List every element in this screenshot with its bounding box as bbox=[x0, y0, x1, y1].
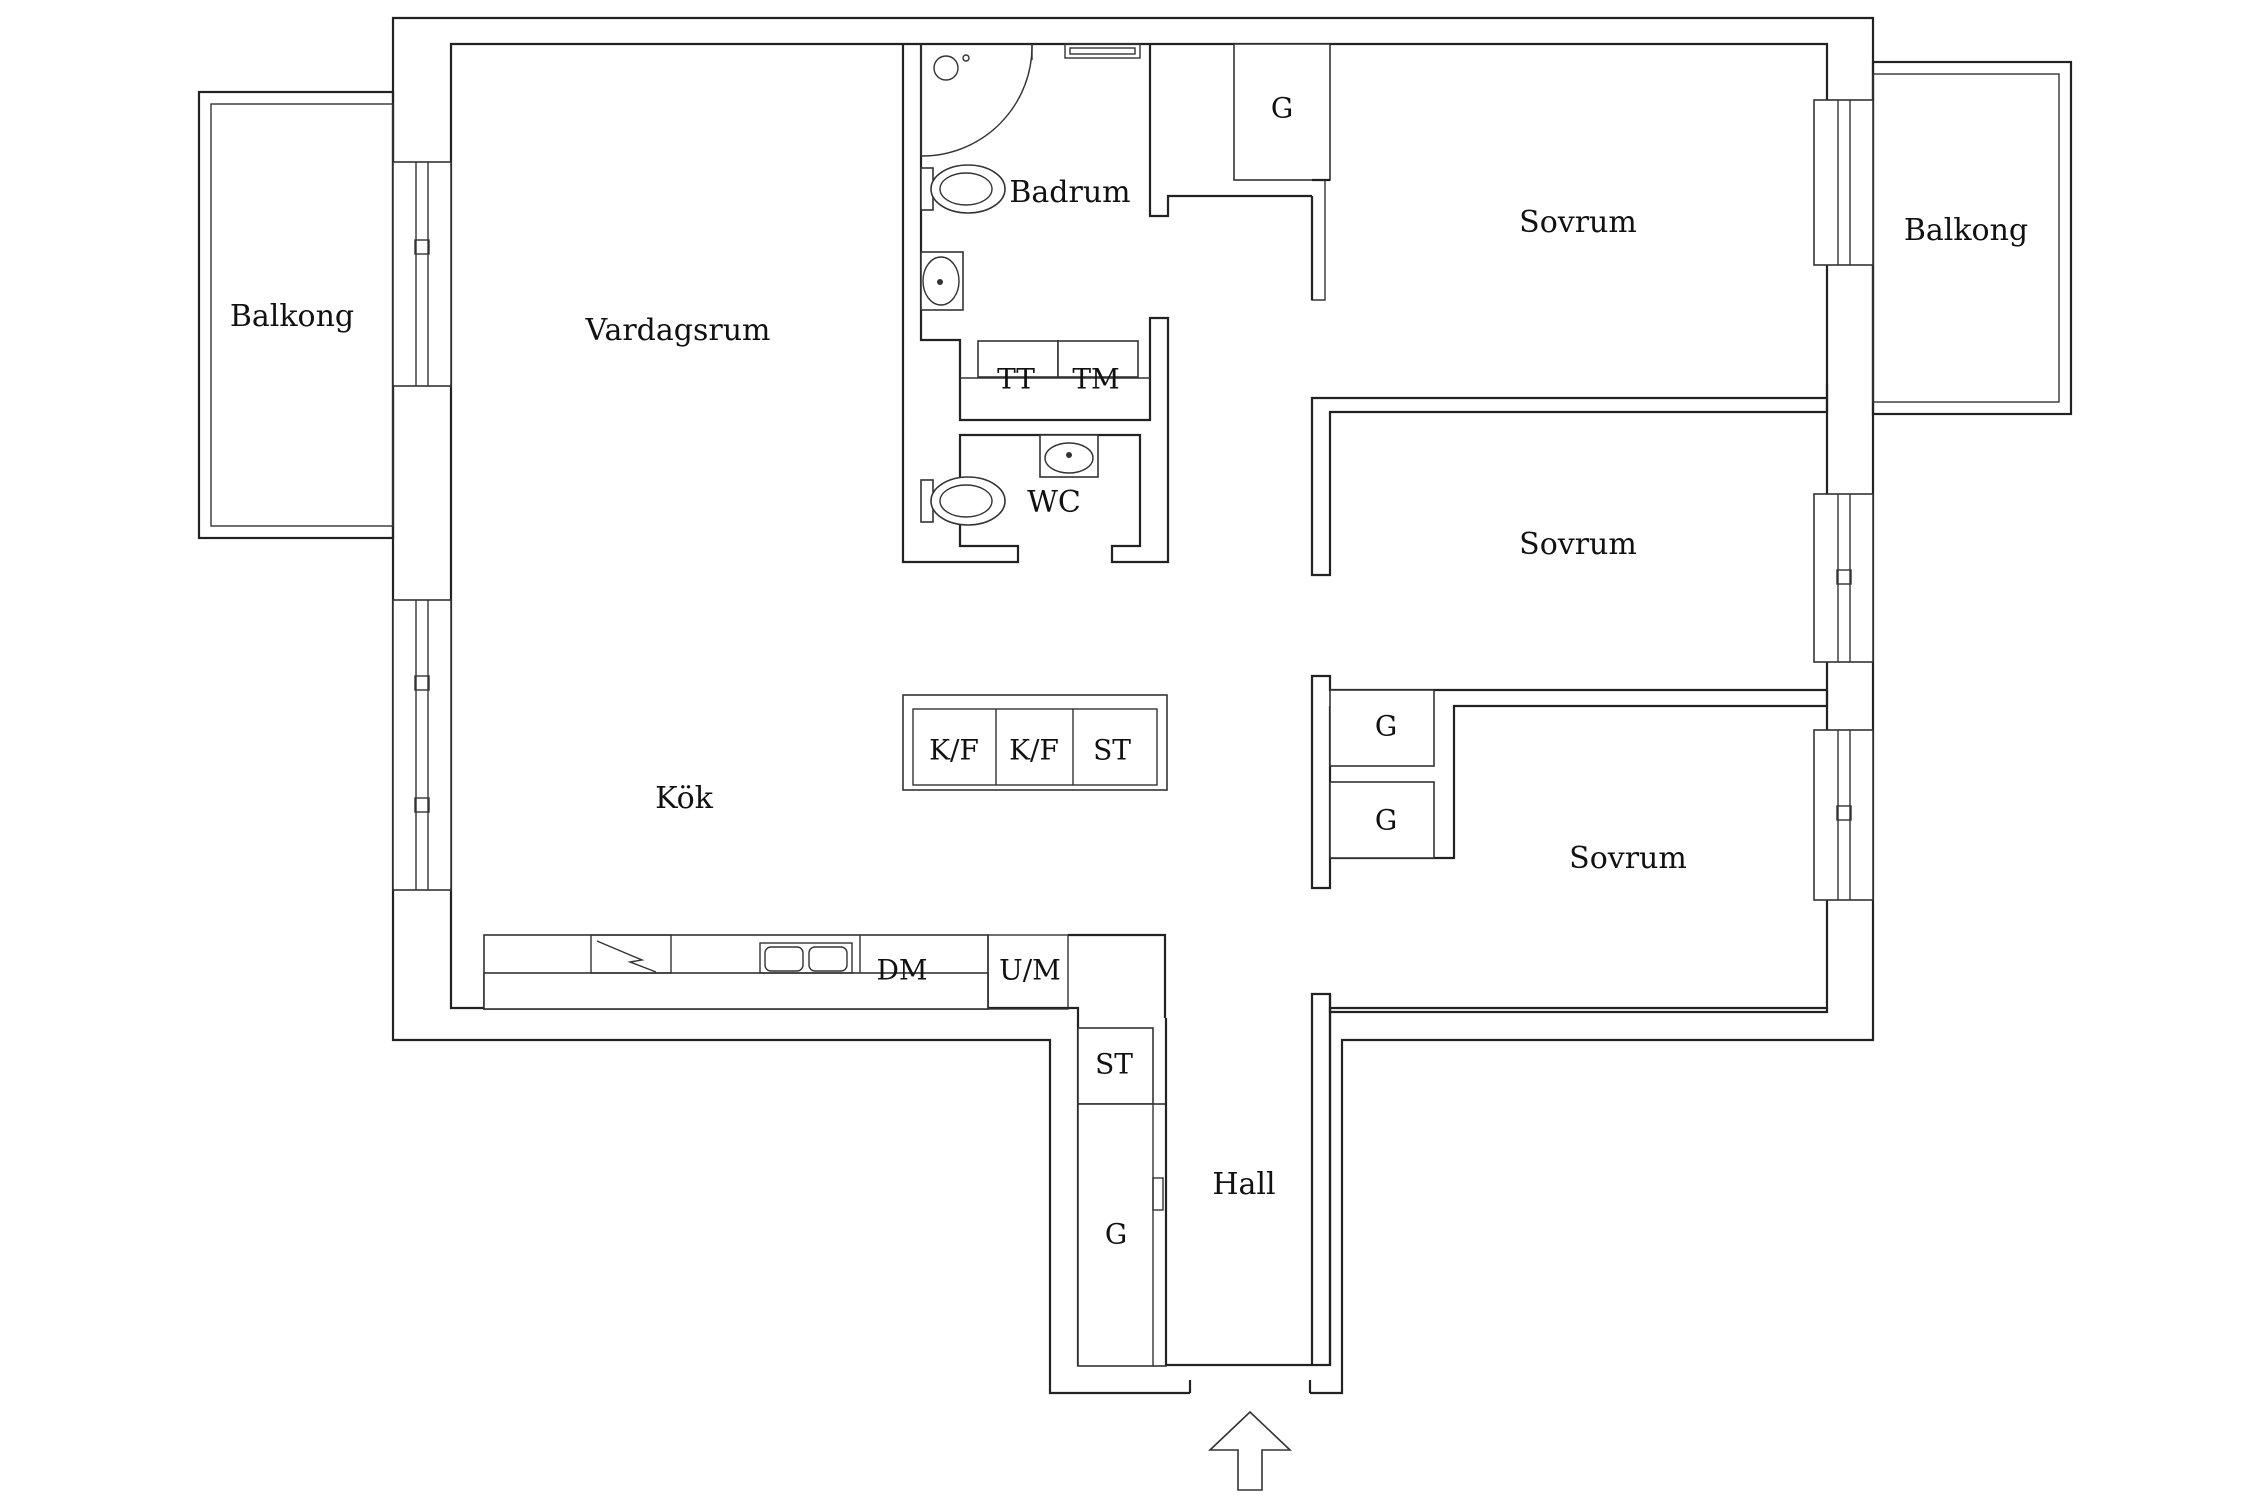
fixture-label-g-bedroom-mid: G bbox=[1375, 710, 1397, 743]
sink-icon bbox=[920, 251, 964, 311]
wc-toilet-icon bbox=[920, 476, 1006, 526]
room-label-hall: Hall bbox=[1212, 1167, 1275, 1202]
right-windows bbox=[1813, 99, 1874, 901]
room-label-sovrum-top: Sovrum bbox=[1519, 205, 1637, 240]
fixture-label-tm: TM bbox=[1072, 363, 1119, 396]
fixture-label-g-hall: G bbox=[1105, 1218, 1127, 1251]
fixture-label-um: U/M bbox=[999, 954, 1061, 987]
room-label-balkong-right: Balkong bbox=[1904, 213, 2028, 248]
fixture-label-g-bedroom-low: G bbox=[1375, 804, 1397, 837]
toilet-icon bbox=[920, 164, 1006, 214]
kitchen-island bbox=[902, 694, 1168, 791]
room-label-sovrum-middle: Sovrum bbox=[1519, 527, 1637, 562]
fixture-label-dm: DM bbox=[876, 954, 927, 987]
room-label-vardagsrum: Vardagsrum bbox=[585, 313, 771, 348]
room-label-badrum: Badrum bbox=[1009, 175, 1130, 210]
entrance-door-gap bbox=[1190, 1380, 1310, 1396]
bathroom-fixtures bbox=[920, 43, 1141, 157]
fixture-label-tt: TT bbox=[997, 363, 1035, 396]
closets-bedroom-low bbox=[1329, 689, 1435, 859]
left-windows bbox=[392, 161, 452, 891]
closet-bedroom-top bbox=[1233, 43, 1331, 300]
fixture-label-st-hall: ST bbox=[1095, 1048, 1133, 1081]
wc-sink-icon bbox=[1039, 434, 1099, 478]
fixture-label-kf-1: K/F bbox=[929, 734, 979, 767]
fixture-label-kf-2: K/F bbox=[1009, 734, 1059, 767]
washer-dryer bbox=[977, 340, 1139, 378]
hall-storage bbox=[1077, 1018, 1168, 1367]
room-label-kok: Kök bbox=[655, 781, 714, 816]
room-label-balkong-left: Balkong bbox=[230, 299, 354, 334]
fixture-label-g-bedroom-top: G bbox=[1271, 92, 1293, 125]
entrance-arrow-icon bbox=[1207, 1410, 1293, 1491]
kitchen-counter bbox=[483, 933, 1167, 1018]
room-label-wc: WC bbox=[1027, 485, 1081, 520]
room-label-sovrum-bottom: Sovrum bbox=[1569, 841, 1687, 876]
fixture-label-st-kitchen: ST bbox=[1093, 734, 1131, 767]
